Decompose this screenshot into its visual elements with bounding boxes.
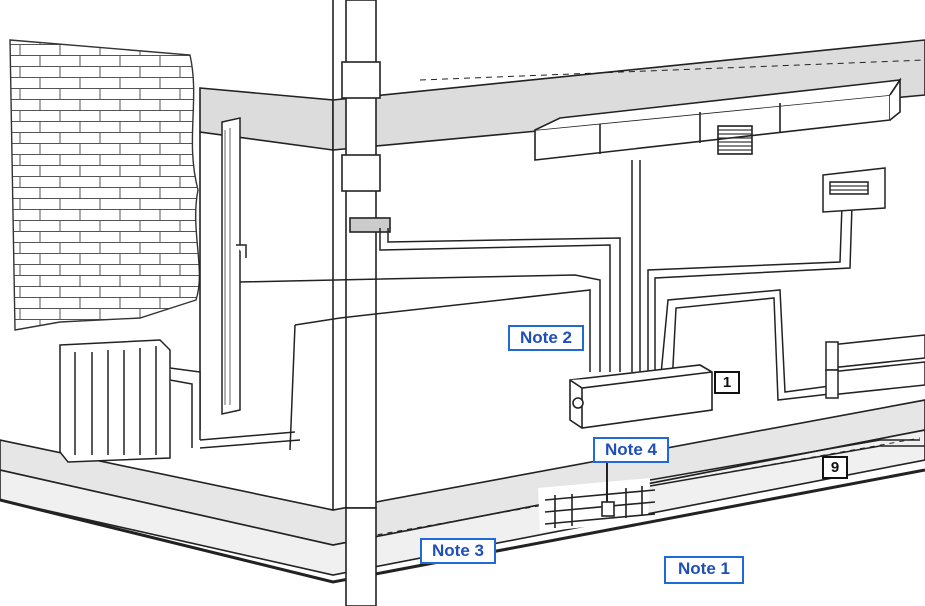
callout-9: 9 [822,456,848,479]
note-label-4: Note 4 [593,437,669,463]
wall-trunking [221,117,247,415]
wall-penetration-pipes [825,334,925,399]
note-label-3: Note 3 [420,538,496,564]
pipe-network [199,160,853,451]
callout-1: 1 [714,371,740,394]
floor-drain [538,450,656,532]
note-label-1: Note 1 [664,556,744,584]
wall-controller [822,167,886,213]
air-duct [534,77,902,161]
note-label-2: Note 2 [508,325,584,351]
main-unit [569,364,713,429]
drain-pipe [341,0,391,606]
radiator [59,339,201,463]
floor-channel [649,439,925,487]
brick-wall [9,39,201,331]
